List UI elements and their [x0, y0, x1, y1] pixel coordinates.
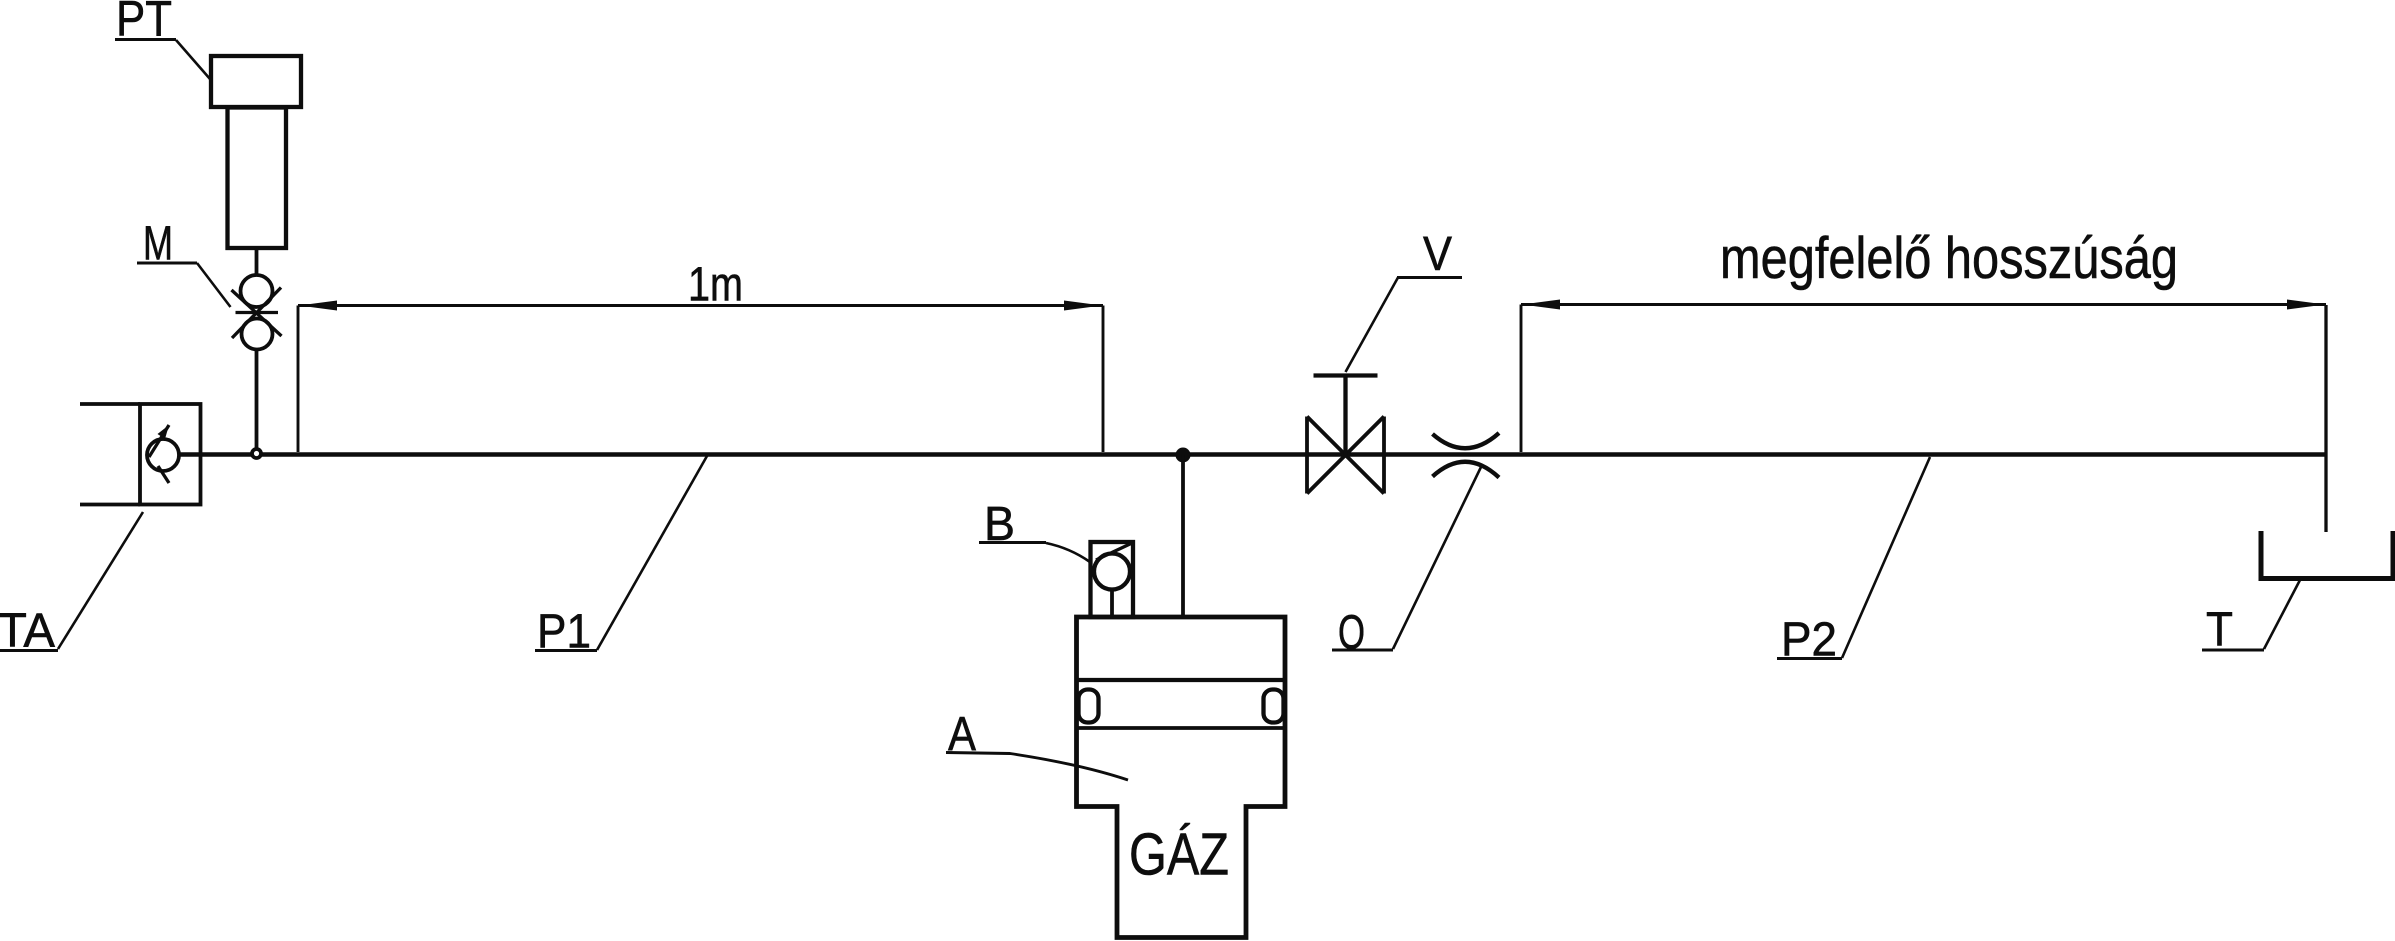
svg-text:M: M: [143, 218, 173, 271]
svg-text:PT: PT: [116, 0, 172, 47]
svg-text:A: A: [948, 708, 976, 761]
svg-text:B: B: [984, 498, 1015, 551]
svg-text:T: T: [2206, 604, 2233, 657]
svg-text:V: V: [1423, 228, 1452, 281]
svg-text:P1: P1: [537, 606, 591, 659]
svg-text:GÁZ: GÁZ: [1129, 822, 1229, 888]
svg-text:megfelelő hosszúság: megfelelő hosszúság: [1720, 226, 2178, 291]
svg-text:1m: 1m: [688, 259, 743, 312]
svg-text:TA: TA: [0, 605, 55, 658]
svg-text:P2: P2: [1781, 614, 1837, 667]
svg-text:O: O: [1338, 607, 1365, 660]
